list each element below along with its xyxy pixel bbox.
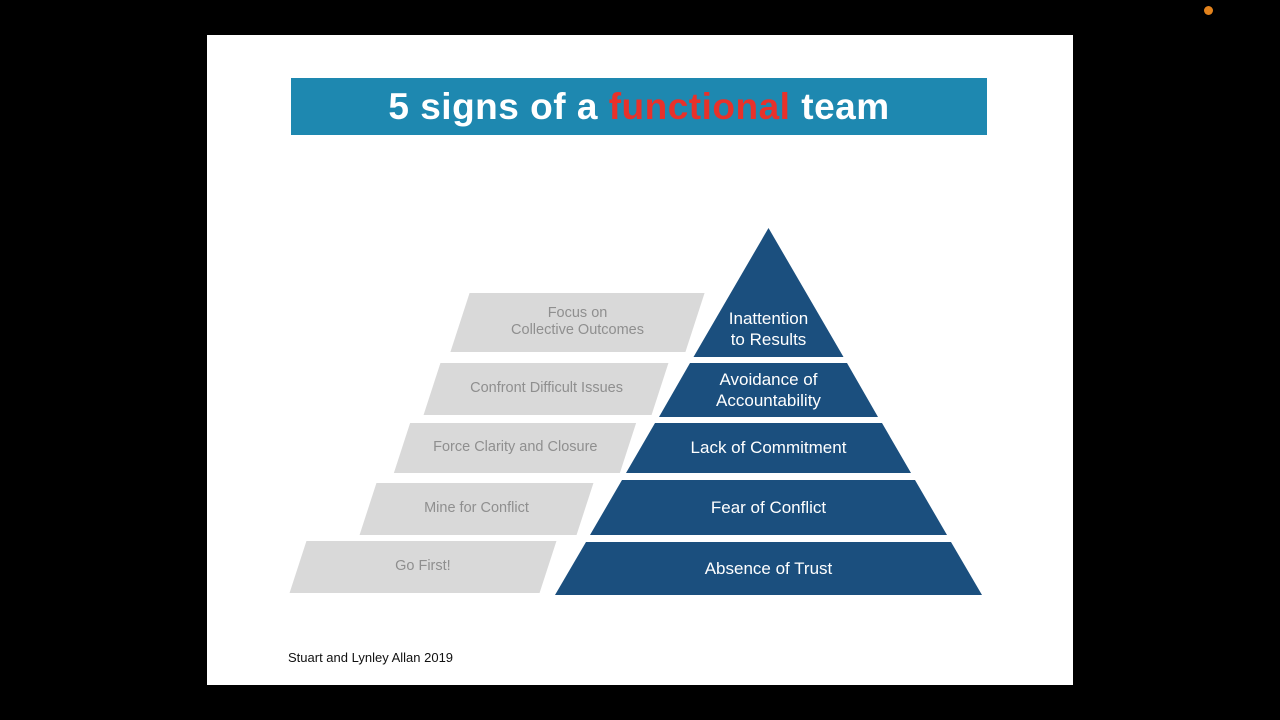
pyramid-level-label: Inattention to Results bbox=[728, 308, 809, 349]
title-suffix: team bbox=[790, 85, 890, 127]
pyramid-level-absence-of-trust: Absence of Trust bbox=[555, 542, 982, 595]
pyramid-level-inattention-to-results: Inattention to Results bbox=[693, 228, 844, 357]
pyramid-level-label: Absence of Trust bbox=[704, 558, 833, 578]
pyramid-level-lack-of-commitment: Lack of Commitment bbox=[626, 423, 911, 473]
behavior-strip-label: Mine for Conflict bbox=[424, 500, 529, 517]
attribution-text: Stuart and Lynley Allan 2019 bbox=[288, 650, 454, 665]
pyramid-level-fear-of-conflict: Fear of Conflict bbox=[590, 480, 947, 535]
pyramid-diagram: Inattention to Results Avoidance of Acco… bbox=[555, 228, 982, 595]
recording-indicator-dot bbox=[1204, 6, 1213, 15]
pyramid-level-avoidance-of-accountability: Avoidance of Accountability bbox=[659, 363, 878, 417]
pyramid-level-label: Avoidance of Accountability bbox=[716, 369, 821, 410]
slide-title: 5 signs of a functional team bbox=[388, 86, 889, 128]
slide: 5 signs of a functional team Focus on Co… bbox=[207, 35, 1073, 685]
pyramid-level-label: Lack of Commitment bbox=[690, 438, 847, 458]
title-banner: 5 signs of a functional team bbox=[291, 78, 987, 135]
title-highlight-word: functional bbox=[608, 85, 791, 127]
behavior-strip-go-first: Go First! bbox=[289, 541, 557, 593]
pyramid-level-label: Fear of Conflict bbox=[710, 497, 827, 517]
title-prefix: 5 signs of a bbox=[388, 85, 609, 127]
behavior-strip-label: Go First! bbox=[395, 558, 451, 575]
